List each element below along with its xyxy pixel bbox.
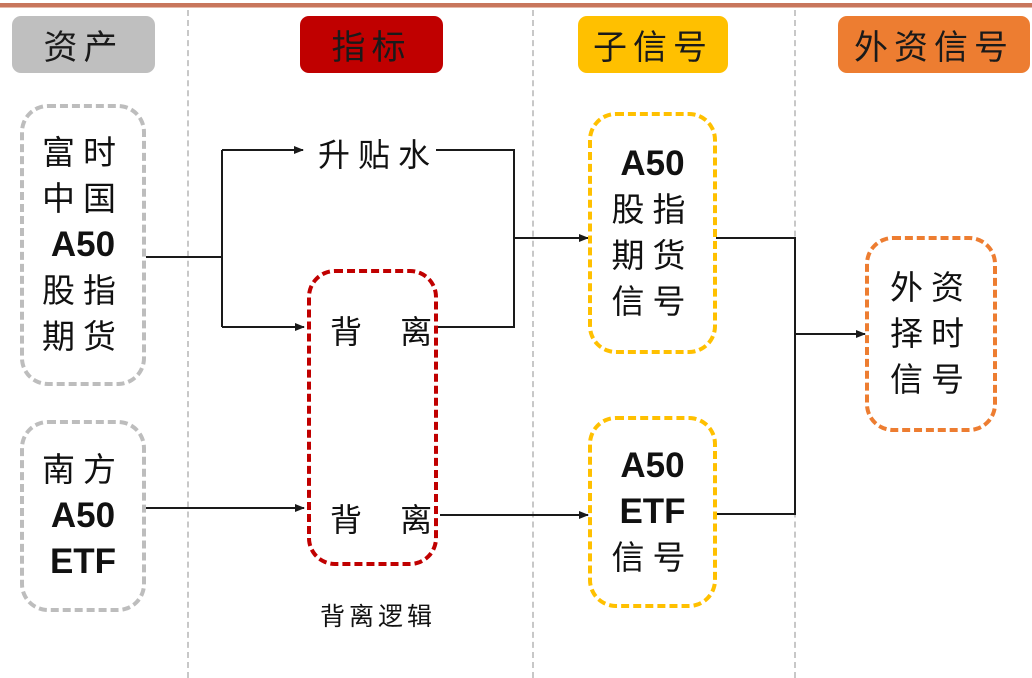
asset-text: ETF bbox=[49, 542, 117, 581]
asset-text: 富时 bbox=[42, 133, 124, 172]
asset-ftse-a50-futures: 富时 中国 A50 股指 期货 bbox=[20, 104, 146, 386]
column-separator bbox=[187, 10, 189, 678]
asset-text: 期货 bbox=[42, 317, 124, 356]
sub-signal-a50-etf: A50 ETF 信号 bbox=[588, 416, 717, 608]
output-text: 择时 bbox=[890, 314, 972, 353]
sub-signal-text: 股指 bbox=[611, 190, 694, 229]
output-text: 外资 bbox=[890, 268, 972, 307]
asset-text: A50 bbox=[50, 225, 116, 264]
output-text: 信号 bbox=[890, 360, 972, 399]
divergence-logic-label: 背离逻辑 bbox=[320, 602, 437, 631]
asset-southern-a50-etf: 南方 A50 ETF bbox=[20, 420, 146, 612]
sub-signal-text: ETF bbox=[619, 492, 686, 531]
foreign-timing-signal: 外资 择时 信号 bbox=[865, 236, 997, 432]
indicator-basis: 升贴水 bbox=[318, 136, 439, 174]
sub-signal-text: A50 bbox=[620, 446, 685, 485]
indicator-divergence-2: 背 离 bbox=[330, 501, 447, 539]
asset-text: 南方 bbox=[42, 450, 124, 489]
header-foreign-signal-label: 外资信号 bbox=[854, 28, 1014, 68]
sub-signal-text: A50 bbox=[620, 144, 685, 183]
header-assets-label: 资产 bbox=[43, 28, 124, 68]
divergence-group bbox=[307, 269, 438, 566]
indicator-divergence-1: 背 离 bbox=[330, 313, 447, 351]
sub-signal-a50-futures: A50 股指 期货 信号 bbox=[588, 112, 717, 354]
header-indicators: 指标 bbox=[300, 16, 443, 73]
asset-text: 股指 bbox=[42, 271, 124, 310]
header-foreign-signal: 外资信号 bbox=[838, 16, 1030, 73]
header-sub-signals-label: 子信号 bbox=[593, 28, 713, 68]
asset-text: 中国 bbox=[42, 179, 124, 218]
asset-text: A50 bbox=[50, 496, 116, 535]
top-rule bbox=[0, 3, 1032, 8]
sub-signal-text: 信号 bbox=[611, 282, 694, 321]
header-assets: 资产 bbox=[12, 16, 155, 73]
header-indicators-label: 指标 bbox=[331, 28, 412, 68]
sub-signal-text: 期货 bbox=[611, 236, 694, 275]
wire-sub-signals-merge bbox=[716, 237, 796, 515]
wire-basis-out bbox=[436, 149, 515, 328]
sub-signal-text: 信号 bbox=[611, 538, 694, 577]
column-separator bbox=[532, 10, 534, 678]
header-sub-signals: 子信号 bbox=[578, 16, 728, 73]
